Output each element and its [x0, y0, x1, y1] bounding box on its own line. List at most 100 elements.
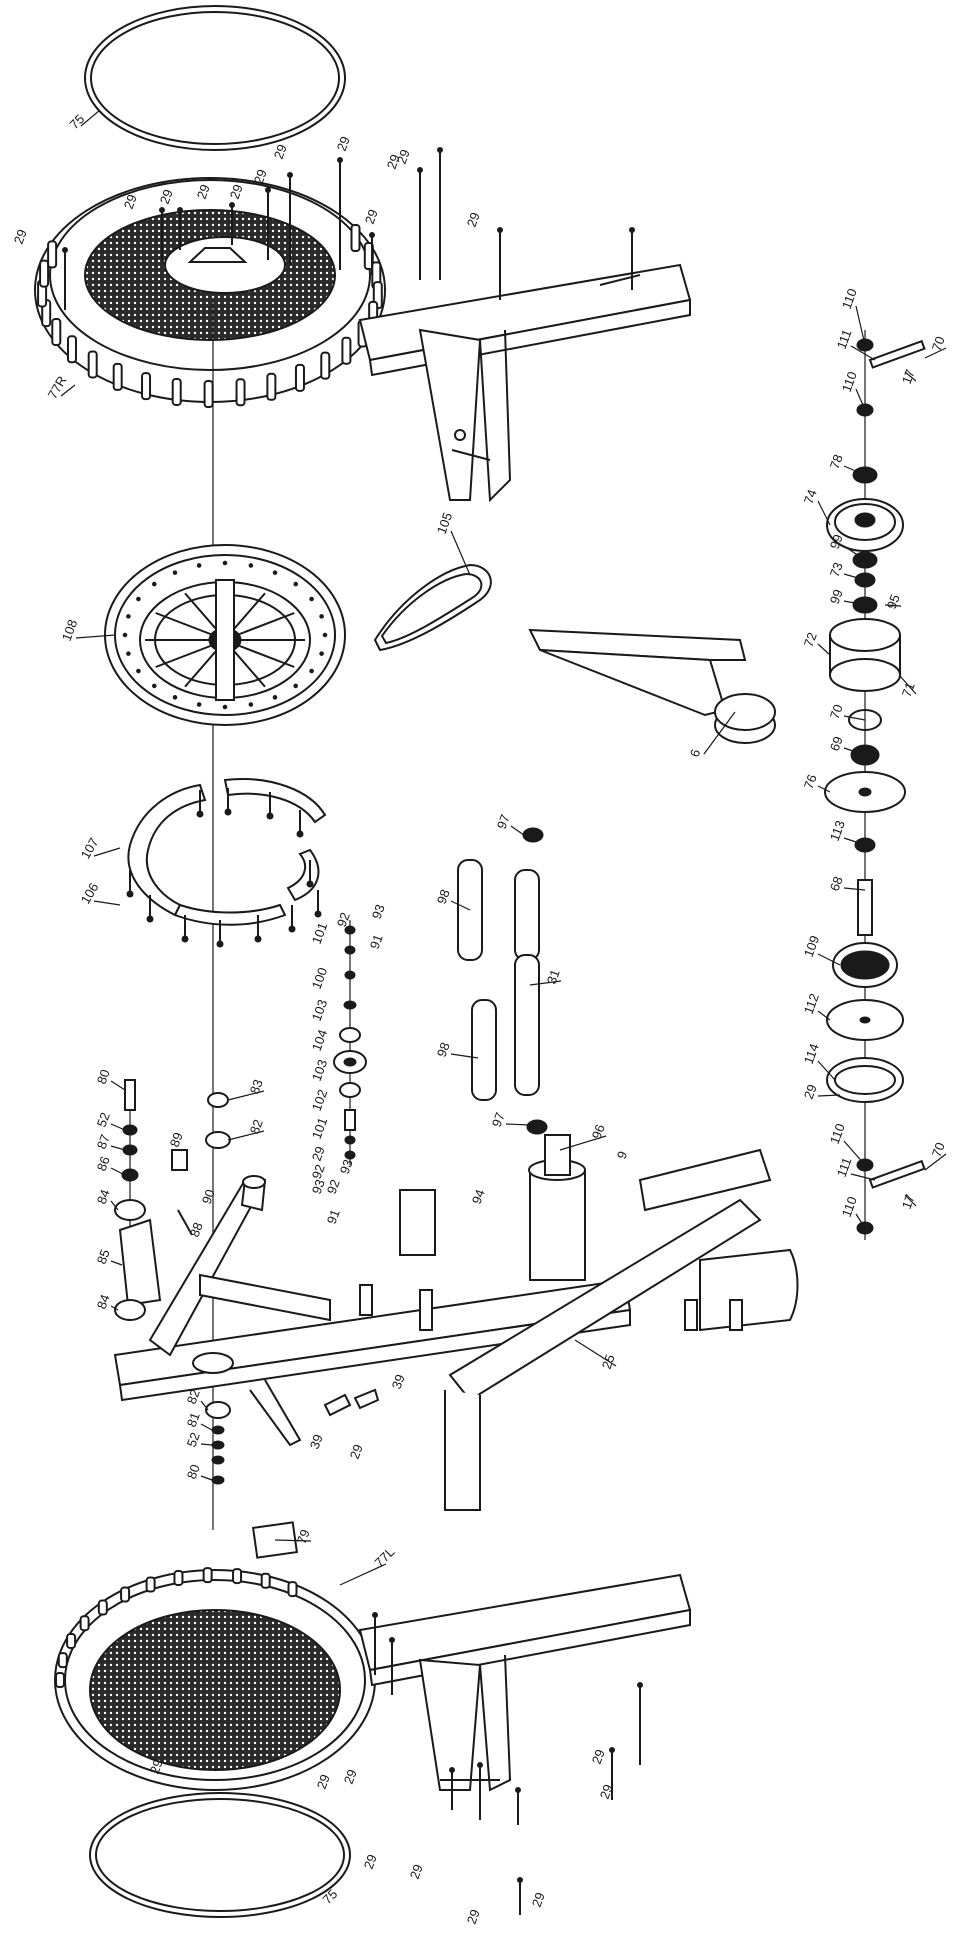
part-label: 74 [801, 487, 820, 506]
part-label: 101 [309, 921, 331, 947]
part-label: 107 [78, 835, 102, 861]
part-label: 29 [121, 192, 140, 211]
part-label: 29 [314, 1772, 333, 1791]
part-label: 29 [251, 167, 270, 186]
ring-75-bottom [89, 1792, 351, 1918]
part-label: 92 [324, 1177, 343, 1196]
part-label: 110 [839, 369, 860, 394]
part-label: 98 [434, 887, 453, 906]
belt-105 [373, 563, 492, 652]
part-label: 52 [94, 1110, 113, 1129]
part-label: 103 [309, 1058, 331, 1084]
part-label: 101 [309, 1116, 331, 1142]
part-label: 69 [827, 734, 846, 753]
part-label: 108 [59, 618, 81, 644]
part-label: 82 [184, 1387, 203, 1406]
part-label: 39 [389, 1372, 408, 1391]
part-label: 29 [347, 1442, 366, 1461]
part-label: 6 [687, 747, 704, 759]
part-label: 31 [544, 967, 563, 986]
part-label: 29 [341, 1767, 360, 1786]
bolt-pins-29 [62, 147, 643, 1915]
part-label: 52 [184, 1430, 203, 1449]
part-label: 109 [801, 934, 823, 960]
part-label: 99 [827, 532, 846, 551]
part-label: 91 [367, 932, 386, 951]
part-label: 93 [309, 1177, 328, 1196]
part-label: 77R [45, 373, 70, 401]
part-label: 92 [309, 1162, 328, 1181]
part-label: 29 [194, 182, 213, 201]
part-label: 89 [167, 1130, 186, 1149]
part-label: 110 [839, 286, 860, 311]
handle-bars [457, 827, 548, 1135]
part-label: 29 [464, 210, 483, 229]
split-ring-107 [126, 778, 327, 948]
part-label: 112 [801, 991, 822, 1016]
main-frame-25 [113, 1134, 799, 1511]
part-label: 104 [309, 1028, 331, 1054]
part-label: 29 [334, 134, 353, 153]
ring-75-top [84, 5, 346, 151]
part-label: 9 [614, 1149, 631, 1161]
part-label: 29 [227, 182, 246, 201]
part-label: 94 [469, 1187, 488, 1206]
part-label: 81 [184, 1410, 203, 1429]
part-label: 102 [309, 1088, 331, 1114]
part-label: 73 [827, 560, 846, 579]
part-label: 29 [362, 207, 381, 226]
part-label: 86 [94, 1154, 113, 1173]
part-label: 92 [334, 910, 353, 929]
part-label: 70 [929, 334, 948, 353]
part-label: 93 [337, 1157, 356, 1176]
center-pivot-stack [205, 1092, 231, 1485]
part-label: 29 [11, 227, 30, 246]
flywheel-108 [104, 544, 346, 726]
part-label: 106 [78, 880, 102, 906]
part-labels: 75 29 29 29 29 29 29 29 29 29 29 29 29 77R 105 108 6 107 1… [11, 111, 948, 1926]
part-label: 29 [147, 1757, 166, 1776]
part-label: 39 [307, 1432, 326, 1451]
part-label: 88 [187, 1220, 206, 1239]
part-label: 29 [361, 1852, 380, 1871]
part-label: 95 [884, 592, 903, 611]
part-label: 99 [827, 587, 846, 606]
part-label: 29 [597, 1782, 616, 1801]
part-label: 110 [839, 1194, 860, 1219]
part-label: 96 [589, 1122, 608, 1141]
part-label: 75 [320, 1886, 341, 1907]
part-label: 17 [899, 1192, 918, 1211]
part-label: 29 [157, 187, 176, 206]
part-label: 17 [899, 367, 918, 386]
part-label: 97 [494, 812, 513, 831]
part-label: 87 [94, 1132, 113, 1151]
part-label: 29 [407, 1862, 426, 1881]
part-label: 82 [247, 1117, 266, 1136]
part-label: 29 [589, 1747, 608, 1766]
part-label: 105 [434, 511, 456, 537]
part-label: 113 [827, 818, 848, 843]
part-label: 97 [489, 1110, 508, 1129]
part-label: 90 [199, 1187, 218, 1206]
left-pedal-stack [114, 1079, 193, 1321]
part-label: 111 [834, 327, 855, 351]
part-label: 68 [827, 874, 846, 893]
housing-77r [34, 177, 692, 503]
part-label: 29 [529, 1890, 548, 1909]
part-label: 111 [834, 1155, 855, 1179]
part-label: 91 [324, 1207, 343, 1226]
part-label: 76 [801, 772, 820, 791]
part-label: 80 [184, 1462, 203, 1481]
part-label: 25 [599, 1352, 618, 1371]
part-label: 98 [434, 1040, 453, 1059]
part-label: 85 [94, 1247, 113, 1266]
part-label: 70 [929, 1140, 948, 1159]
part-label: 78 [827, 452, 846, 471]
part-label: 29 [464, 1907, 483, 1926]
right-shaft-assembly [824, 330, 926, 1240]
part-label: 100 [309, 966, 331, 992]
part-label: 29 [394, 147, 413, 166]
part-label: 114 [801, 1041, 822, 1066]
part-label: 110 [827, 1121, 848, 1146]
